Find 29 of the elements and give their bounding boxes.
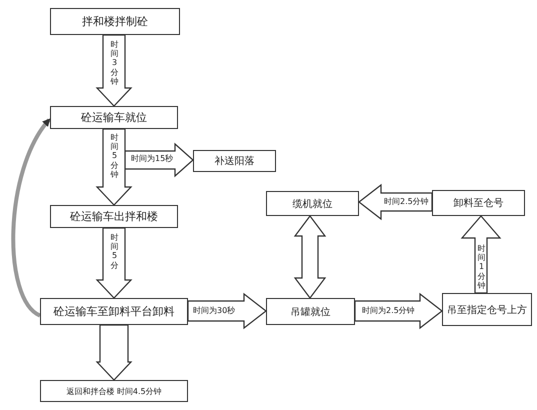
edge-label: 时间为2.5分钟 [362,307,415,315]
process-box: 吊至指定仓号上方 [442,293,532,326]
process-box: 卸料至仓号 [432,190,525,216]
process-box: 吊罐就位 [266,298,355,325]
curved-arrow [11,118,51,318]
block-arrow [358,184,433,220]
process-box: 返回和拌合楼 时间4.5分钟 [40,380,188,402]
block-arrow [96,34,132,107]
edge-label: 时间3分钟 [110,40,119,86]
process-box: 缆机就位 [266,191,359,216]
edge-label: 时间为30秒 [193,307,236,315]
process-box: 补送阳落 [193,150,276,172]
process-box: 砼运输车至卸料平台卸料 [40,298,188,325]
edge-label: 时间2.5分钟 [384,198,429,206]
edge-label: 时间为15秒 [131,155,174,163]
block-arrow [124,142,194,178]
process-box: 砼运输车出拌和楼 [50,205,178,228]
block-arrow [96,128,132,206]
block-arrow [187,292,267,330]
double-block-arrow [294,215,326,299]
edge-label: 时间5分钟 [110,133,119,179]
process-box: 拌和楼拌制砼 [50,8,180,35]
block-arrow [460,215,502,294]
edge-label: 时间5分 [110,233,119,270]
block-arrow [96,227,132,299]
block-arrow [96,324,132,381]
process-box: 砼运输车就位 [50,106,178,129]
edge-label: 时间1分钟 [477,244,486,290]
block-arrow [354,292,443,330]
